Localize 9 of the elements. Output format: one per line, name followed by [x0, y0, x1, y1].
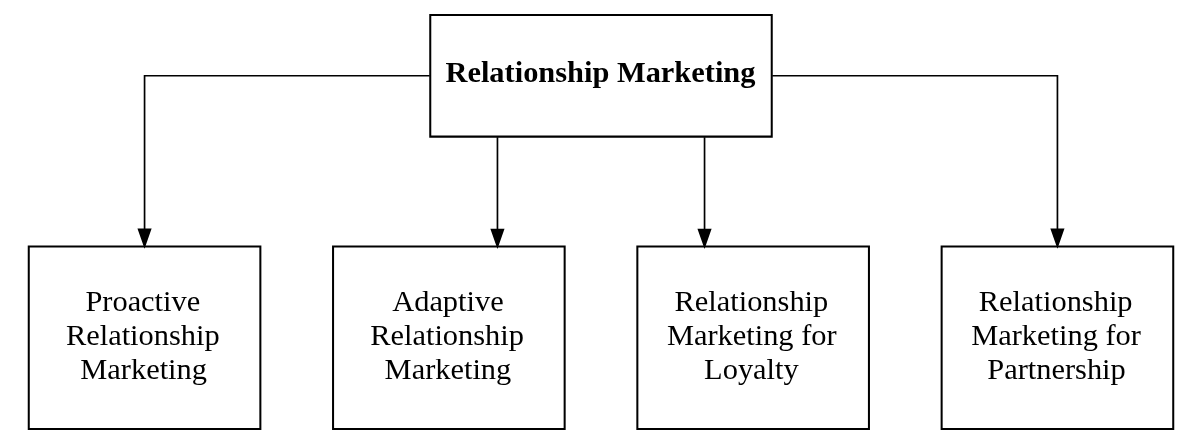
- node-box: Relationship Marketing: [428, 13, 773, 138]
- arrow: [489, 136, 505, 249]
- node-box: Proactive Relationship Marketing: [27, 245, 261, 431]
- arrow: [696, 136, 712, 249]
- node-box: Relationship Marketing for Partnership: [940, 245, 1174, 431]
- node-box: Adaptive Relationship Marketing: [331, 245, 566, 431]
- arrow: [136, 74, 431, 249]
- arrow: [770, 74, 1065, 249]
- node-box: Relationship Marketing for Loyalty: [635, 245, 870, 431]
